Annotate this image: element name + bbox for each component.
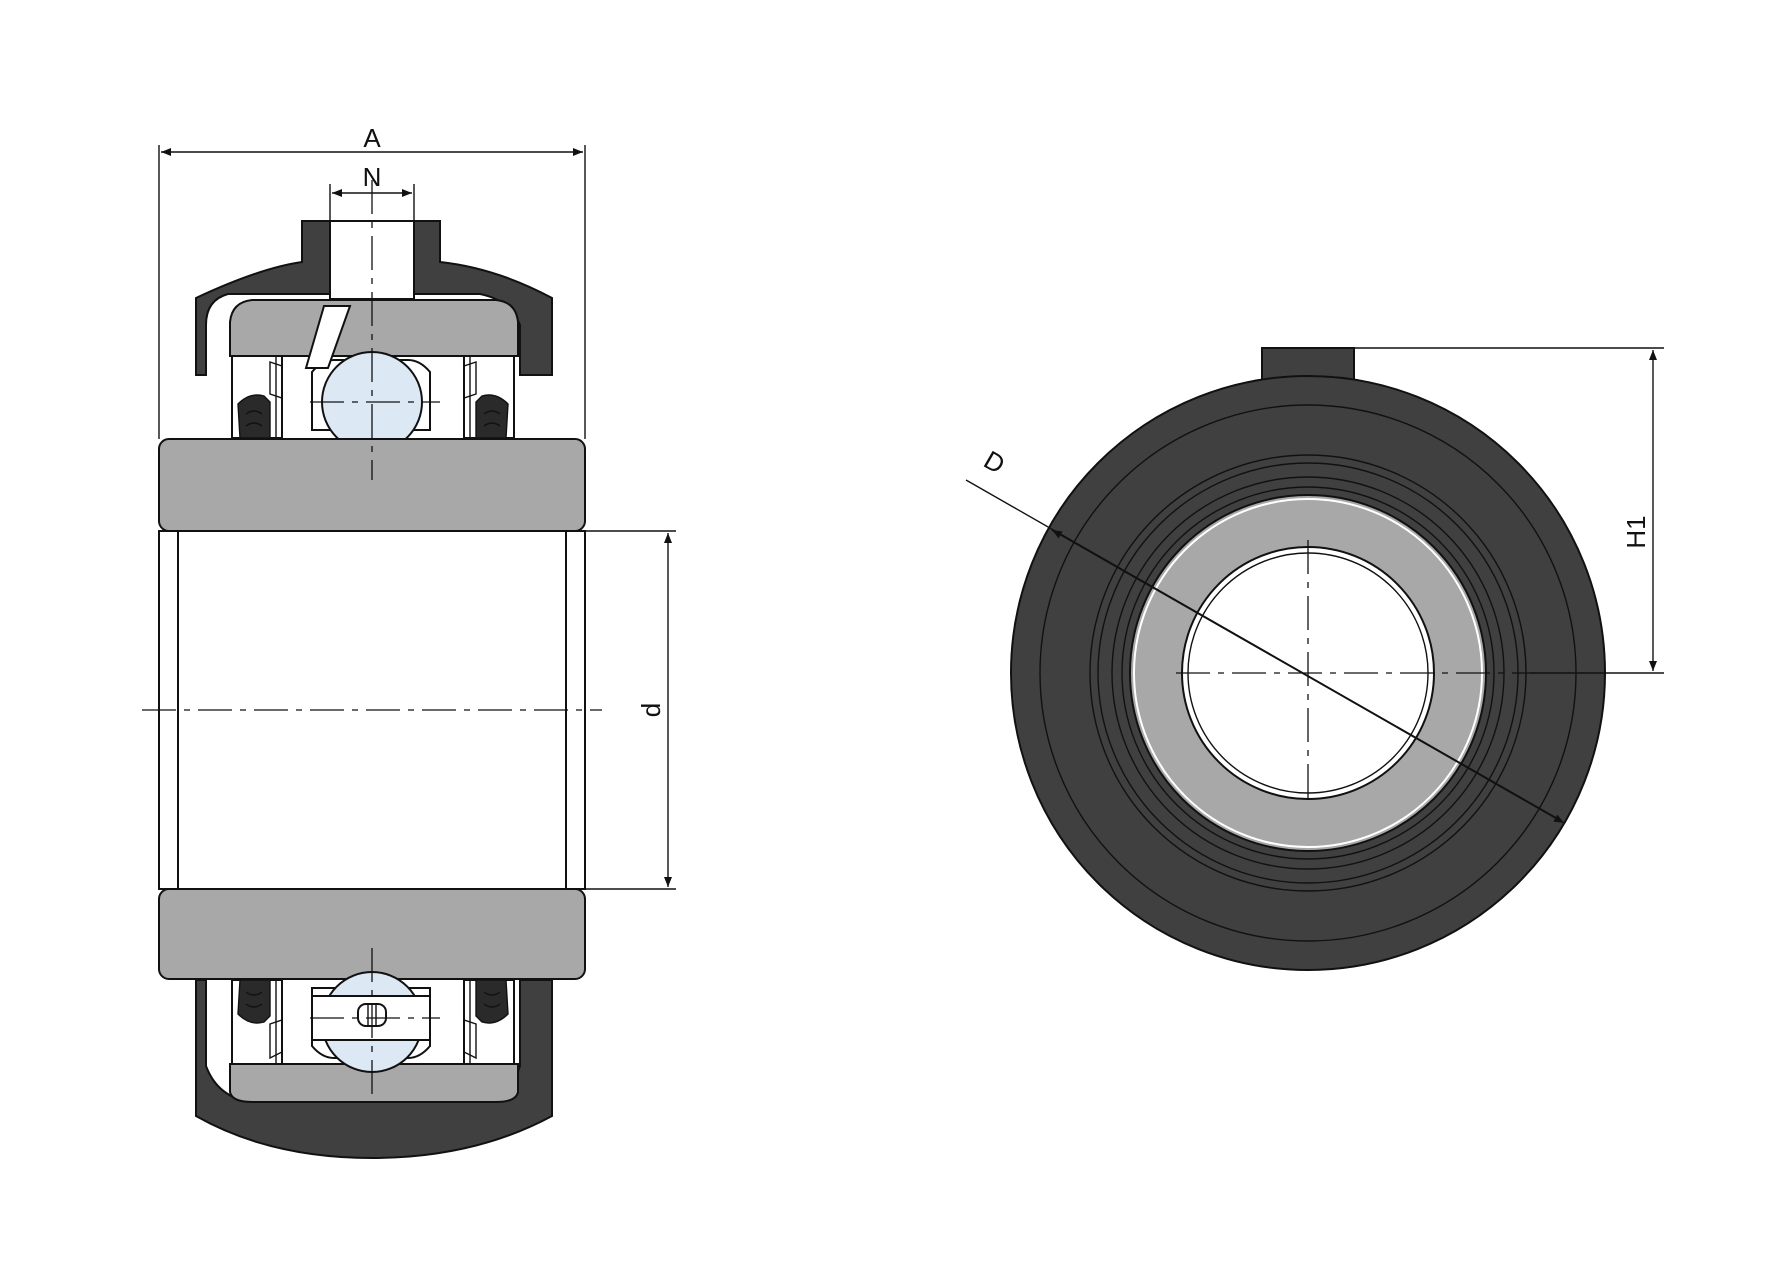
seal-top-right (463, 355, 515, 439)
label-N: N (363, 162, 382, 192)
seal-top-left (231, 355, 283, 439)
label-A: A (363, 123, 381, 153)
label-D: D (979, 445, 1010, 480)
section-view (142, 145, 676, 1160)
bore-right-wall (565, 530, 586, 890)
outer-ring-bottom (229, 1063, 519, 1103)
seal-bottom-left (231, 979, 283, 1065)
front-view (965, 347, 1664, 971)
outer-ring-top (229, 299, 519, 357)
grease-channel (304, 305, 352, 369)
seal-bottom-right (463, 979, 515, 1065)
inner-ring-top (158, 438, 586, 532)
label-H1: H1 (1621, 515, 1651, 548)
label-d: d (636, 703, 666, 717)
